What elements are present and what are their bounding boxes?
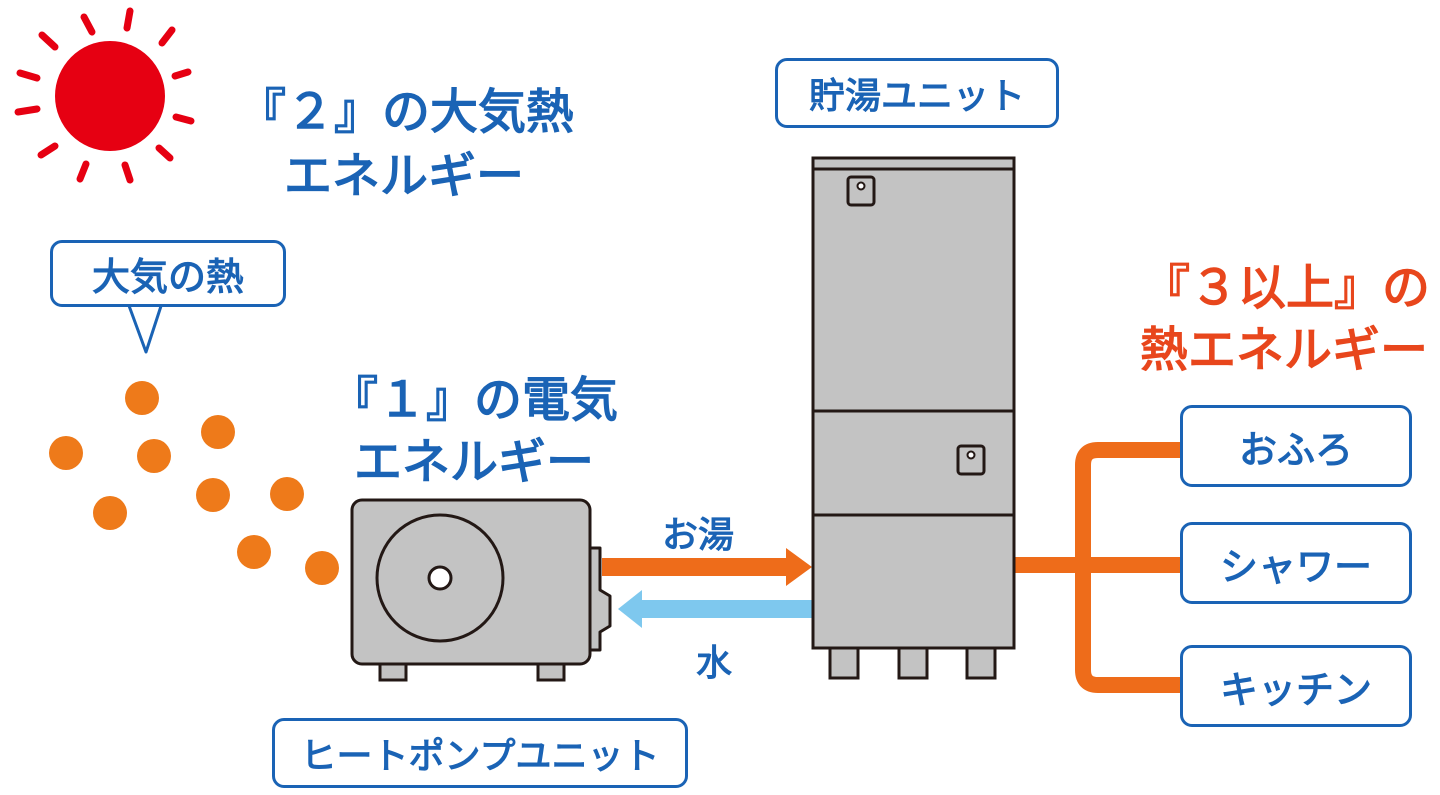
electric-energy-line1: 『１』の電気	[330, 372, 619, 428]
outlet-kitchen: キッチン	[1180, 645, 1412, 727]
electric-energy-line2: エネルギー	[354, 434, 595, 490]
air-heat-energy-line2: エネルギー	[284, 148, 525, 204]
hot-water-label: お湯	[662, 515, 735, 556]
output-energy-line1: 『３以上』の	[1142, 260, 1431, 316]
water-label: 水	[696, 643, 733, 684]
outlet-bath: おふろ	[1180, 405, 1412, 487]
sun-icon	[14, 7, 195, 184]
outlet-pipes	[1014, 442, 1180, 693]
water-arrow	[618, 590, 812, 628]
tank-unit-illustration	[811, 156, 1016, 680]
heat-pump-unit-label: ヒートポンプユニット	[272, 718, 688, 788]
outlet-shower: シャワー	[1180, 522, 1412, 604]
air-heat-energy-line1: 『２』の大気熱	[238, 84, 575, 140]
air-heat-bubble: 大気の熱	[50, 240, 286, 307]
tank-unit-label: 貯湯ユニット	[775, 58, 1059, 128]
air-heat-bubble-tail	[126, 301, 164, 354]
air-heat-dots	[49, 381, 339, 585]
heat-pump-unit-illustration	[350, 498, 612, 682]
hot-water-arrow	[602, 548, 812, 586]
output-energy-line2: 熱エネルギー	[1140, 322, 1429, 378]
